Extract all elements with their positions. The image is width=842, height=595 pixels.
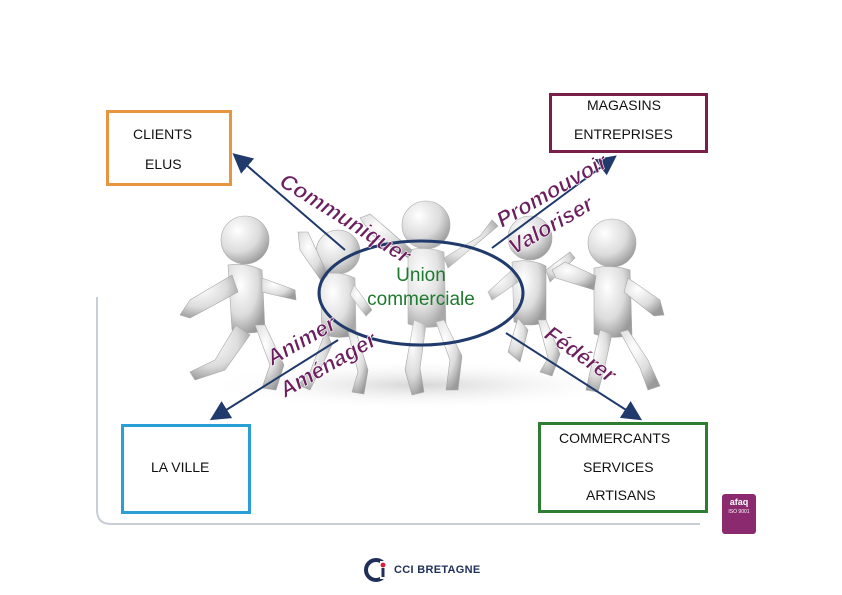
center-label-line2: commerciale bbox=[367, 289, 475, 310]
figure-center bbox=[359, 200, 499, 396]
afaq-brand: afaq bbox=[729, 497, 749, 507]
arrow-top-left bbox=[232, 153, 346, 251]
center-label-line1: Union bbox=[396, 265, 446, 286]
box-la-ville-label: LA VILLE bbox=[151, 459, 210, 475]
figure-left bbox=[179, 215, 297, 391]
arrow-bottom-right bbox=[505, 332, 643, 421]
box-artisans-label: ARTISANS bbox=[586, 487, 656, 503]
figure-left-center bbox=[297, 229, 373, 395]
afaq-standard: ISO 9001 bbox=[728, 509, 750, 515]
box-entreprises-label: ENTREPRISES bbox=[574, 126, 673, 142]
box-magasins-label: MAGASINS bbox=[587, 97, 661, 113]
cci-logo-icon bbox=[364, 558, 390, 582]
box-services-label: SERVICES bbox=[583, 459, 654, 475]
box-magasins-entreprises bbox=[549, 93, 708, 153]
figure-right bbox=[551, 218, 665, 393]
center-ellipse bbox=[317, 239, 525, 347]
footer-org-name: CCI BRETAGNE bbox=[394, 564, 481, 576]
box-clients-elus bbox=[106, 110, 232, 186]
box-commercants-label: COMMERCANTS bbox=[559, 430, 671, 446]
box-commercants bbox=[538, 422, 708, 513]
afaq-certification-badge: afaq ISO 9001 bbox=[722, 494, 756, 534]
box-la-ville bbox=[121, 424, 251, 514]
cci-bretagne-logo[interactable]: CCI BRETAGNE bbox=[364, 557, 481, 583]
box-elus-label: ELUS bbox=[145, 156, 182, 172]
arrow-bottom-left bbox=[209, 339, 339, 421]
figure-right-center bbox=[487, 215, 576, 377]
center-label: Union commerciale bbox=[331, 264, 511, 312]
box-clients-label: CLIENTS bbox=[133, 126, 193, 142]
arrow-top-right bbox=[491, 155, 617, 249]
